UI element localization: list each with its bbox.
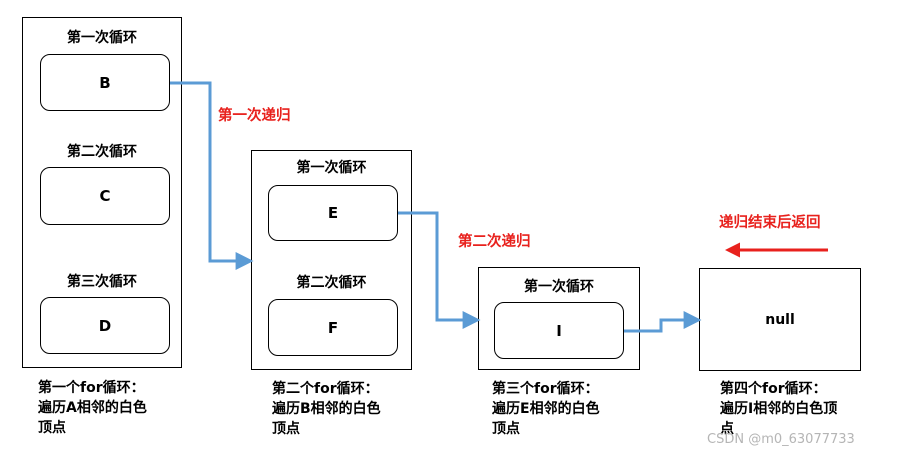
first-recursion-label: 第一次递归	[218, 108, 291, 124]
caption-4-line-3: 点	[720, 421, 734, 437]
second-recursion-label: 第二次递归	[458, 234, 531, 250]
caption-for-loop-1: 第一个for循环： 遍历A相邻的白色 顶点	[38, 378, 147, 438]
caption-1-line-2: 遍历A相邻的白色	[38, 400, 147, 416]
vertex-i: I	[494, 302, 624, 359]
caption-2-line-2: 遍历B相邻的白色	[272, 401, 381, 417]
loop-label-1-1: 第一次循环	[67, 30, 137, 46]
loop-label-1-2: 第二次循环	[67, 144, 137, 160]
vertex-f: F	[268, 299, 398, 356]
caption-3-line-1: 第三个for循环：	[492, 381, 599, 397]
vertex-c: C	[40, 167, 170, 225]
caption-for-loop-4: 第四个for循环： 遍历I相邻的白色顶 点	[720, 379, 837, 439]
return-label: 递归结束后返回	[719, 215, 821, 231]
loop-label-2-2: 第二次循环	[296, 275, 367, 291]
vertex-e: E	[268, 185, 398, 241]
loop-label-1-3: 第三次循环	[67, 274, 137, 290]
vertex-b: B	[40, 54, 170, 111]
caption-1-line-3: 顶点	[38, 420, 66, 436]
caption-2-line-3: 顶点	[272, 421, 300, 437]
second-recursion-arrow	[398, 211, 481, 329]
null-label: null	[765, 312, 795, 328]
caption-1-line-1: 第一个for循环：	[38, 380, 145, 396]
caption-3-line-3: 顶点	[492, 421, 520, 437]
caption-2-line-1: 第二个for循环：	[272, 381, 379, 397]
null-call-arrow	[624, 311, 702, 333]
caption-for-loop-3: 第三个for循环： 遍历E相邻的白色 顶点	[492, 379, 600, 439]
caption-4-line-2: 遍历I相邻的白色顶	[720, 401, 838, 417]
caption-for-loop-2: 第二个for循环： 遍历B相邻的白色 顶点	[272, 379, 381, 439]
loop-label-2-1: 第一次循环	[296, 160, 367, 176]
caption-3-line-2: 遍历E相邻的白色	[492, 401, 600, 417]
watermark: CSDN @m0_63077733	[707, 432, 855, 447]
first-recursion-arrow	[170, 81, 254, 270]
frame-for-loop-4	[699, 268, 861, 371]
vertex-d: D	[40, 297, 170, 354]
loop-label-3-1: 第一次循环	[524, 279, 594, 295]
caption-4-line-1: 第四个for循环：	[720, 381, 827, 397]
